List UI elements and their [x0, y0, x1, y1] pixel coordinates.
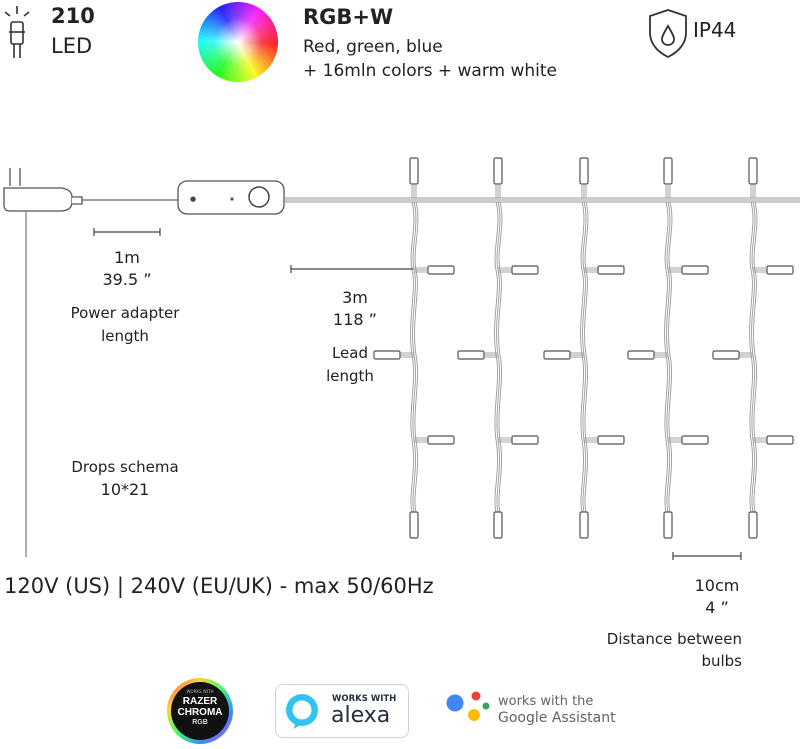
lead-label-line1: Lead — [331, 344, 369, 362]
bulb-distance-label-line1: Distance between — [606, 630, 742, 648]
lead-length-imperial: 118 ” — [333, 310, 377, 329]
shield-water-icon — [649, 9, 687, 59]
bulb-icon — [4, 6, 30, 58]
google-assistant-badge: works with the Google Assistant — [446, 690, 626, 730]
adapter-label-line2: length — [101, 327, 149, 345]
color-mode-line1: Red, green, blue — [303, 37, 443, 57]
lead-length-dimension — [290, 265, 413, 273]
drops-schema — [373, 157, 794, 539]
color-mode-title: RGB+W — [303, 5, 394, 29]
razer-line2: CHROMA — [177, 707, 223, 718]
razer-line1: RAZER — [182, 696, 218, 707]
drops-label: Drops schema — [71, 458, 179, 476]
adapter-length-imperial: 39.5 ” — [102, 270, 152, 289]
adapter-length-metric: 1m — [114, 248, 140, 267]
alexa-logo — [286, 694, 318, 729]
led-count: 210 — [51, 4, 95, 28]
google-line2: Google Assistant — [498, 710, 616, 726]
adapter-label-line1: Power adapter — [70, 304, 180, 322]
adapter-length-dimension — [93, 228, 161, 236]
ip-rating: IP44 — [693, 18, 737, 42]
lead-label-line2: length — [326, 367, 374, 385]
google-line1: works with the — [498, 694, 594, 709]
alexa-word: alexa — [331, 703, 391, 728]
bulb-distance-label-line2: bulbs — [701, 652, 742, 670]
google-assistant-logo — [446, 691, 490, 721]
power-adapter — [3, 168, 83, 212]
razer-line3: RGB — [192, 719, 208, 726]
lead-length-metric: 3m — [342, 288, 368, 307]
razer-chroma-logo: WORKS WITH RAZER CHROMA RGB — [165, 676, 235, 746]
alexa-badge: WORKS WITH alexa — [275, 684, 409, 738]
controller-box: ● — [177, 180, 285, 215]
bulb-distance-metric: 10cm — [694, 576, 740, 595]
main-cable — [284, 197, 800, 203]
color-mode-line2: + 16mln colors + warm white — [303, 61, 558, 81]
bulb-distance-imperial: 4 ” — [705, 598, 729, 617]
bulb-distance-dimension — [672, 552, 742, 560]
razer-top: WORKS WITH — [186, 689, 214, 694]
led-unit: LED — [51, 34, 93, 58]
drops-value: 10*21 — [100, 480, 150, 499]
color-wheel-icon — [197, 1, 278, 82]
alexa-top: WORKS WITH — [332, 694, 397, 704]
voltage-spec: 120V (US) | 240V (EU/UK) - max 50/60Hz — [4, 574, 434, 598]
svg-text:●: ● — [190, 195, 196, 203]
